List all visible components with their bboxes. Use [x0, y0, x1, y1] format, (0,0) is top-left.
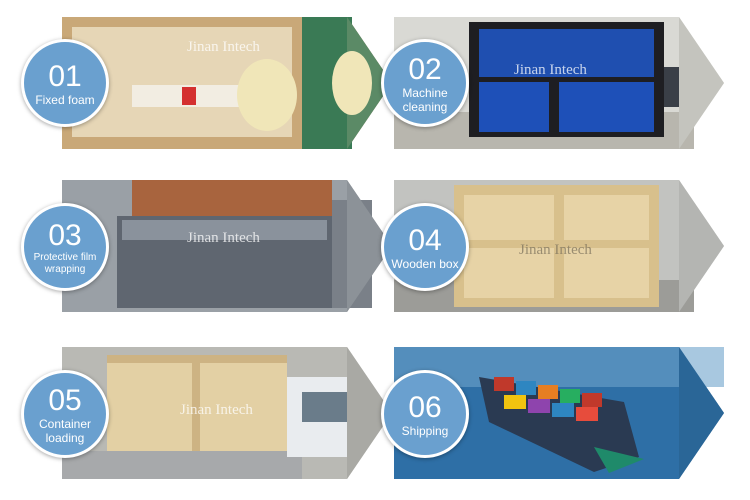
step-badge-05: 05 Container loading [21, 370, 109, 458]
step-machine-cleaning: Jinan Intech [394, 17, 750, 149]
watermark-text: Jinan Intech [187, 230, 260, 246]
step-badge-01: 01 Fixed foam [21, 39, 109, 127]
step-wooden-box: Jinan Intech [394, 180, 750, 312]
step-number: 04 [408, 224, 442, 257]
step-number: 01 [48, 60, 82, 93]
watermark-text: Jinan Intech [187, 39, 260, 55]
container-loading-photo [62, 347, 392, 479]
step-badge-02: 02 Machine cleaning [381, 39, 469, 127]
step-label: Wooden box [391, 257, 459, 271]
fixed-foam-photo [62, 17, 392, 149]
step-label: Machine cleaning [402, 86, 448, 114]
step-badge-03: 03 Protective film wrapping [21, 203, 109, 291]
step-fixed-foam: Jinan Intech [62, 17, 422, 149]
machine-cleaning-photo [394, 17, 724, 149]
step-label: Shipping [401, 424, 449, 438]
wooden-box-photo [394, 180, 724, 312]
step-badge-06: 06 Shipping [381, 370, 469, 458]
step-label: Fixed foam [35, 93, 95, 107]
step-label: Protective film wrapping [33, 252, 97, 275]
watermark-text: Jinan Intech [519, 242, 592, 258]
watermark-text: Jinan Intech [180, 402, 253, 418]
step-number: 05 [48, 384, 82, 417]
step-label: Container loading [38, 417, 92, 445]
step-container-loading: Jinan Intech [62, 347, 422, 479]
protective-film-photo [62, 180, 392, 312]
step-number: 03 [48, 219, 82, 252]
step-number: 02 [408, 53, 442, 86]
step-badge-04: 04 Wooden box [381, 203, 469, 291]
step-number: 06 [408, 391, 442, 424]
step-protective-film: Jinan Intech [62, 180, 422, 312]
watermark-text: Jinan Intech [514, 62, 587, 78]
